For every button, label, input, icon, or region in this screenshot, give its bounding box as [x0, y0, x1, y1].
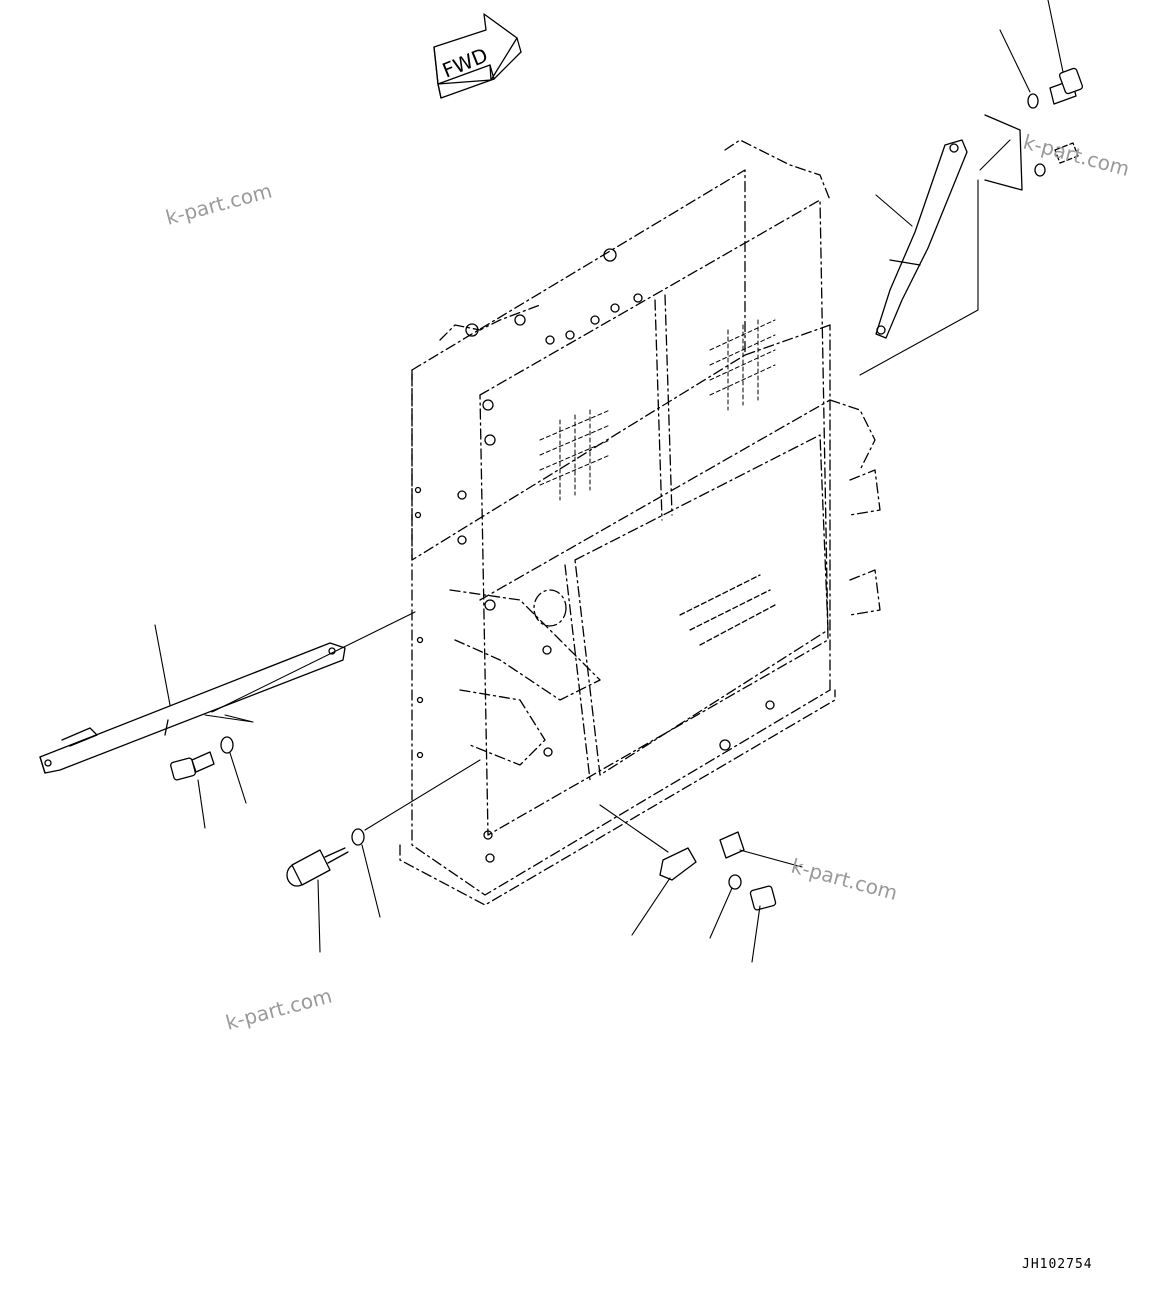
- aftercooler-panel: [449, 399, 881, 781]
- watermark: k-part.com: [789, 854, 900, 905]
- watermark: k-part.com: [223, 983, 334, 1034]
- core-grid-pattern: [539, 319, 776, 501]
- watermark: k-part.com: [1021, 130, 1132, 181]
- lower-left-bolt: [170, 736, 234, 781]
- watermark-group: k-part.com k-part.com k-part.com k-part.…: [163, 130, 1132, 1035]
- upper-bolt-set: [1027, 67, 1084, 177]
- left-mounting-bosses: [414, 248, 775, 863]
- watermark: k-part.com: [163, 178, 274, 229]
- drawing-code: JH102754: [1022, 1257, 1093, 1272]
- bottom-clip-set: [659, 831, 777, 911]
- upper-stay-bracket: [875, 114, 1023, 339]
- lower-stay-bracket: [39, 642, 346, 774]
- leader-lines: [154, 0, 1064, 963]
- fwd-arrow-marker: FWD: [433, 13, 522, 99]
- temperature-sensor: [286, 828, 365, 887]
- radiator-assembly: [399, 139, 836, 906]
